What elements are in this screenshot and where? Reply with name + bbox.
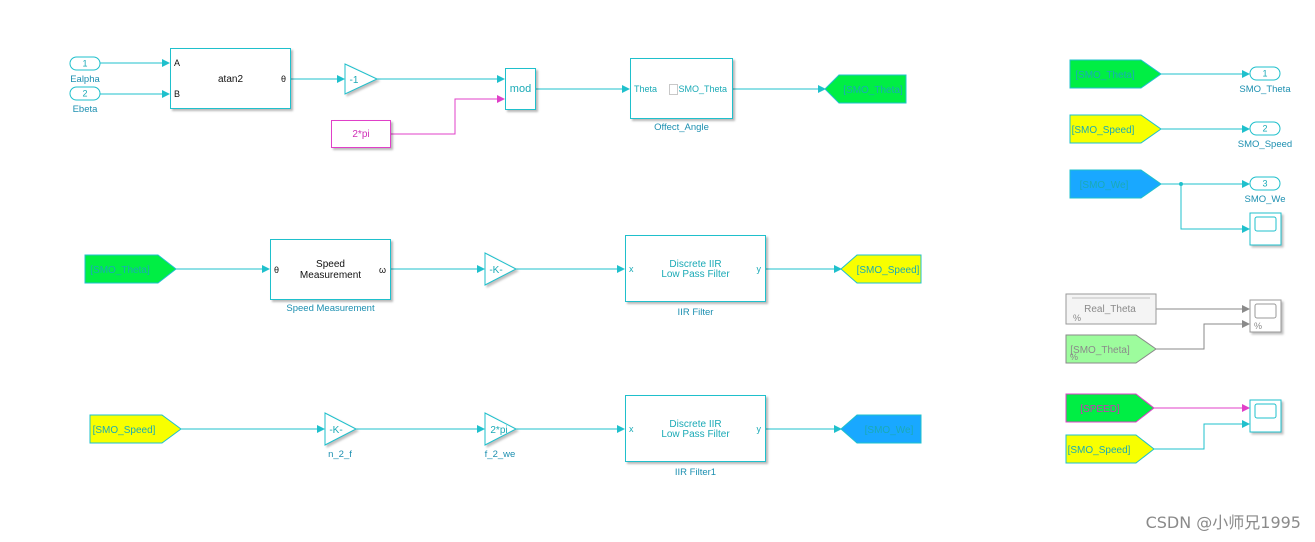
outport-2-number: 2 <box>1262 124 1267 134</box>
inport-2[interactable] <box>69 86 101 101</box>
outport-3[interactable] <box>1249 176 1281 191</box>
gain-neg1-label: -1 <box>350 75 359 86</box>
signal-line-smo-theta-to-scope2[interactable] <box>1156 320 1250 350</box>
from-smo-we-right-label: [SMO_We] <box>1080 180 1129 191</box>
from-smo-speed-right-label: [SMO_Speed] <box>1072 125 1135 136</box>
inport-2-name: Ebeta <box>73 104 99 115</box>
gain-n2f[interactable] <box>324 412 358 446</box>
gain-n2f-label: -K- <box>329 425 342 436</box>
two-pi-constant[interactable]: 2*pi <box>331 120 391 148</box>
iir1-label-line1: Discrete IIR <box>669 419 722 430</box>
offect-subsystem-icon <box>669 84 678 95</box>
speed-measurement-block[interactable]: θ Speed Measurement ω <box>270 239 391 300</box>
offect-angle-block[interactable]: Theta SMO_Theta <box>630 58 733 119</box>
from-smo-speed-bot[interactable] <box>89 414 182 444</box>
from-smo-we-right[interactable] <box>1069 169 1162 199</box>
scope-1[interactable] <box>1249 212 1282 246</box>
outport-2-name: SMO_Speed <box>1238 139 1292 150</box>
mod-label: mod <box>509 83 532 95</box>
branch-point <box>1179 182 1183 186</box>
speed-label-line1: Speed <box>316 259 345 270</box>
comment-icon-2: % <box>1070 352 1078 362</box>
outport-3-name: SMO_We <box>1244 194 1285 205</box>
atan2-port-b: B <box>174 89 181 99</box>
from-smo-theta-light[interactable] <box>1065 334 1157 364</box>
from-smo-theta-right[interactable] <box>1069 59 1162 89</box>
inport-1-number: 1 <box>82 59 87 69</box>
comment-icon-1: % <box>1073 313 1081 323</box>
scope-3[interactable] <box>1249 399 1282 433</box>
goto-smo-we[interactable] <box>840 414 922 444</box>
iir1-port-in: x <box>629 424 634 434</box>
scope-icon <box>1254 403 1277 419</box>
mod-block[interactable]: mod <box>505 68 536 110</box>
iir1-label-line2: Low Pass Filter <box>661 429 730 440</box>
from-speed-green[interactable] <box>1065 393 1155 423</box>
iir-filter1-name: IIR Filter1 <box>674 467 717 478</box>
iir-filter-name: IIR Filter <box>677 307 714 318</box>
from-real-theta-label: Real_Theta <box>1084 304 1136 315</box>
from-real-theta[interactable] <box>1065 293 1157 325</box>
outport-2[interactable] <box>1249 121 1281 136</box>
iir1-port-out: y <box>756 424 762 434</box>
signal-line-we-to-scope[interactable] <box>1180 184 1250 233</box>
gain-k-mid-label: -K- <box>489 265 502 276</box>
signal-line-2pi-to-mod[interactable] <box>391 95 505 135</box>
gain-f2we-name: f_2_we <box>485 449 516 460</box>
from-smo-theta-light-label: [SMO_Theta] <box>1070 345 1130 356</box>
iir-port-out: y <box>756 264 762 274</box>
goto-smo-speed[interactable] <box>840 254 922 284</box>
scope-icon <box>1254 216 1277 232</box>
iir-filter-block[interactable]: x Discrete IIR Low Pass Filter y <box>625 235 766 302</box>
comment-icon-3: % <box>1254 321 1262 331</box>
speed-measurement-name: Speed Measurement <box>286 303 375 314</box>
iir-label-line2: Low Pass Filter <box>661 269 730 280</box>
speed-port-in: θ <box>274 265 280 275</box>
gain-k-mid[interactable] <box>484 252 518 286</box>
inport-2-number: 2 <box>82 89 87 99</box>
atan2-port-out: θ <box>280 74 286 84</box>
goto-smo-theta[interactable] <box>824 74 907 104</box>
speed-port-out: ω <box>378 265 386 275</box>
watermark: CSDN @小师兄1995 <box>1145 513 1301 532</box>
from-speed-yellow[interactable] <box>1065 434 1155 464</box>
goto-smo-we-label: [SMO_We] <box>865 425 914 436</box>
speed-label-line2: Measurement <box>299 270 362 281</box>
outport-1-number: 1 <box>1262 69 1267 79</box>
scope-icon <box>1254 303 1277 319</box>
offect-port-out: SMO_Theta <box>678 84 727 94</box>
atan2-block[interactable]: A B atan2 θ <box>170 48 291 109</box>
iir-filter1-block[interactable]: x Discrete IIR Low Pass Filter y <box>625 395 766 462</box>
from-smo-theta-mid-label: [SMO_Theta] <box>90 265 150 276</box>
gain-f2we-label: 2*pi <box>490 425 507 436</box>
atan2-port-a: A <box>174 58 181 68</box>
outport-1-name: SMO_Theta <box>1239 84 1291 95</box>
outport-3-number: 3 <box>1262 179 1267 189</box>
from-speed-green-label: [SPEED] <box>1080 404 1120 415</box>
signal-line-speed-to-scope3[interactable] <box>1154 420 1250 450</box>
offect-port-in: Theta <box>634 84 658 94</box>
gain-neg1[interactable] <box>344 63 379 95</box>
iir-label-line1: Discrete IIR <box>669 259 722 270</box>
from-smo-theta-mid[interactable] <box>84 254 177 284</box>
inport-1-name: Ealpha <box>70 74 100 85</box>
inport-1[interactable] <box>69 56 101 71</box>
outport-1[interactable] <box>1249 66 1281 81</box>
from-smo-speed-right[interactable] <box>1069 114 1162 144</box>
two-pi-label: 2*pi <box>352 129 370 140</box>
atan2-label: atan2 <box>217 74 244 85</box>
from-smo-speed-bot-label: [SMO_Speed] <box>93 425 156 436</box>
iir-port-in: x <box>629 264 634 274</box>
goto-smo-theta-label: [SMO_Theta] <box>843 85 903 96</box>
from-speed-yellow-label: [SMO_Speed] <box>1068 445 1131 456</box>
offect-angle-name: Offect_Angle <box>654 122 709 133</box>
gain-f2we[interactable] <box>484 412 518 446</box>
goto-smo-speed-label: [SMO_Speed] <box>857 265 920 276</box>
from-smo-theta-right-label: [SMO_Theta] <box>1075 70 1135 81</box>
gain-n2f-name: n_2_f <box>328 449 352 460</box>
scope-2[interactable]: % <box>1249 299 1282 333</box>
